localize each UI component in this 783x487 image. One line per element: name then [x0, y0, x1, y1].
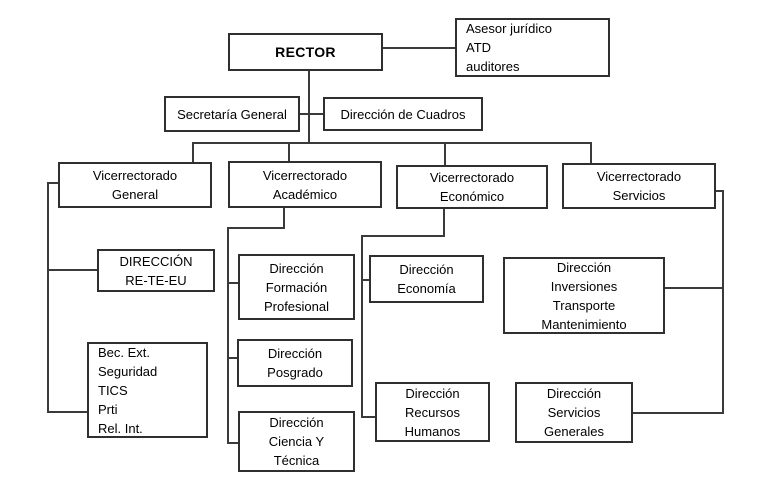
node-direccion-re-te-eu: DIRECCIÓN RE-TE-EU: [97, 249, 215, 292]
connector-academico-drop: [283, 208, 285, 229]
node-asesor-juridico: Asesor jurídico ATD auditores: [455, 18, 610, 77]
connector-general-elbow: [47, 182, 60, 184]
connector-economico-elbow: [361, 235, 445, 237]
connector-drop-servicios: [590, 142, 592, 163]
connector-tick-economia: [361, 279, 369, 281]
node-vicerrectorado-economico: Vicerrectorado Económico: [396, 165, 548, 209]
node-direccion-inversiones: Dirección Inversiones Transporte Manteni…: [503, 257, 665, 334]
node-direccion-servicios-generales: Dirección Servicios Generales: [515, 382, 633, 443]
connector-academico-rail: [227, 227, 229, 444]
node-direccion-formacion-profesional: Dirección Formación Profesional: [238, 254, 355, 320]
node-direccion-de-cuadros: Dirección de Cuadros: [323, 97, 483, 131]
node-secretaria-general: Secretaría General: [164, 96, 300, 132]
connector-tick-ciencia: [227, 442, 238, 444]
connector-tick-servicios-generales: [633, 412, 724, 414]
connector-academico-elbow: [227, 227, 285, 229]
node-vicerrectorado-general: Vicerrectorado General: [58, 162, 212, 208]
node-bec-ext-seguridad: Bec. Ext. Seguridad TICS Prti Rel. Int.: [87, 342, 208, 438]
node-direccion-ciencia-y-tecnica: Dirección Ciencia Y Técnica: [238, 411, 355, 472]
connector-secretaria-cuadros: [300, 113, 323, 115]
connector-general-rail: [47, 182, 49, 413]
node-direccion-recursos-humanos: Dirección Recursos Humanos: [375, 382, 490, 442]
connector-drop-general: [192, 142, 194, 162]
connector-drop-economico: [444, 142, 446, 165]
connector-tick-recursos: [361, 416, 375, 418]
connector-distribution-bar: [192, 142, 592, 144]
connector-servicios-rail: [722, 190, 724, 414]
connector-rector-drop: [308, 71, 310, 143]
connector-tick-reteeu: [47, 269, 97, 271]
connector-drop-academico: [288, 142, 290, 161]
node-vicerrectorado-academico: Vicerrectorado Académico: [228, 161, 382, 208]
connector-tick-posgrado: [227, 357, 237, 359]
node-vicerrectorado-servicios: Vicerrectorado Servicios: [562, 163, 716, 209]
connector-tick-inversiones: [665, 287, 724, 289]
node-direccion-posgrado: Dirección Posgrado: [237, 339, 353, 387]
connector-tick-becext: [47, 411, 87, 413]
connector-economico-rail: [361, 235, 363, 418]
connector-rector-asesor: [383, 47, 455, 49]
node-rector: RECTOR: [228, 33, 383, 71]
node-direccion-economia: Dirección Economía: [369, 255, 484, 303]
connector-servicios-elbow: [716, 190, 724, 192]
connector-economico-drop: [443, 209, 445, 237]
connector-tick-formacion: [227, 282, 238, 284]
